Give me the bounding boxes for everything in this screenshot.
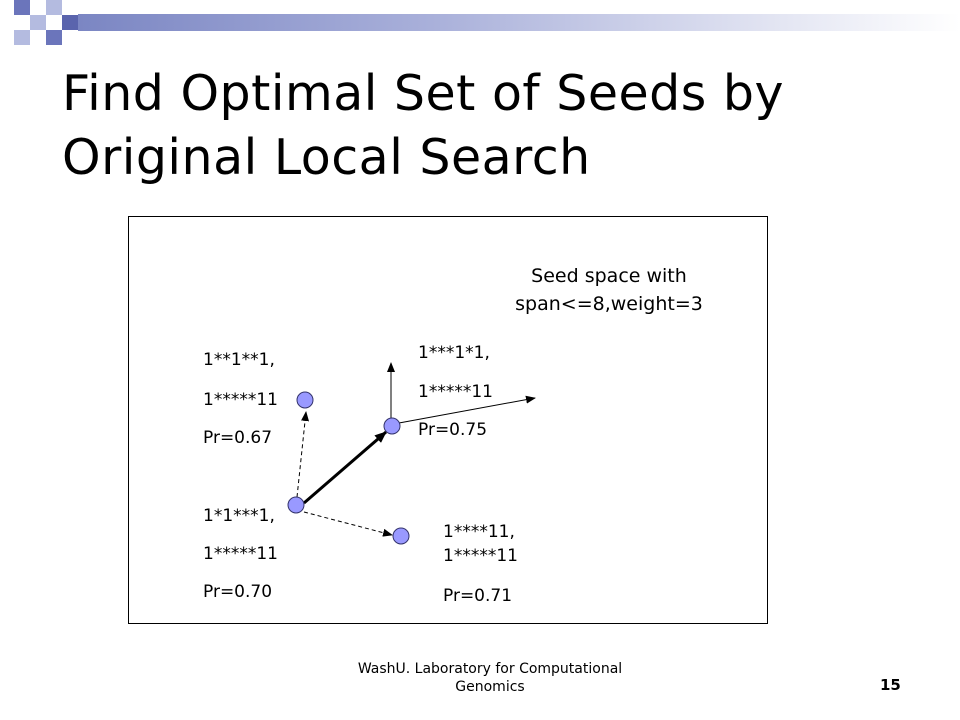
footer-line-2: Genomics bbox=[455, 679, 525, 695]
node-top-right-seed-1: 1***1*1, bbox=[418, 343, 490, 363]
node-top-left-seed-1: 1**1**1, bbox=[203, 350, 275, 370]
node-top-left-prob: Pr=0.67 bbox=[203, 428, 273, 448]
node-top-right-prob: Pr=0.75 bbox=[418, 420, 488, 440]
node-bottom-left bbox=[287, 496, 305, 514]
node-bottom-left-prob: Pr=0.70 bbox=[203, 582, 273, 602]
header-square-2 bbox=[46, 0, 62, 15]
node-bottom-right bbox=[392, 527, 410, 545]
arrow-right-from-top-right bbox=[398, 395, 536, 424]
header-square-1 bbox=[14, 0, 30, 15]
header-square-5 bbox=[14, 30, 30, 45]
slide-title: Find Optimal Set of Seeds by Original Lo… bbox=[62, 62, 922, 190]
dashed-arrow-to-top-left bbox=[296, 411, 310, 498]
node-top-left bbox=[296, 391, 314, 409]
dashed-arrow-to-bottom-right bbox=[303, 511, 393, 537]
node-top-right bbox=[383, 417, 401, 435]
node-bottom-right-seed-2: 1*****11 bbox=[443, 546, 518, 566]
node-bottom-right-seed-1: 1****11, bbox=[443, 522, 515, 542]
node-bottom-left-seed-1: 1*1***1, bbox=[203, 506, 275, 526]
slide-title-line-1: Find Optimal Set of Seeds by bbox=[62, 65, 784, 122]
node-bottom-left-seed-2: 1*****11 bbox=[203, 544, 278, 564]
slide-footer: WashU. Laboratory for Computational Geno… bbox=[330, 660, 650, 696]
header-square-3 bbox=[30, 15, 46, 30]
node-top-left-seed-2: 1*****11 bbox=[203, 390, 278, 410]
seed-space-caption-line-2: span<=8,weight=3 bbox=[515, 293, 703, 315]
header-gradient-bar bbox=[78, 14, 960, 31]
footer-line-1: WashU. Laboratory for Computational bbox=[357, 661, 623, 677]
node-top-right-seed-2: 1*****11 bbox=[418, 382, 493, 402]
page-number: 15 bbox=[880, 676, 901, 694]
bold-arrow-to-top-right bbox=[303, 430, 387, 505]
diagram-frame bbox=[128, 216, 768, 624]
seed-space-caption: Seed space with span<=8,weight=3 bbox=[480, 262, 738, 318]
header-square-4 bbox=[62, 15, 78, 30]
node-bottom-right-prob: Pr=0.71 bbox=[443, 586, 513, 606]
slide-title-line-2: Original Local Search bbox=[62, 129, 591, 186]
seed-space-caption-line-1: Seed space with bbox=[531, 265, 687, 287]
header-square-6 bbox=[46, 30, 62, 45]
